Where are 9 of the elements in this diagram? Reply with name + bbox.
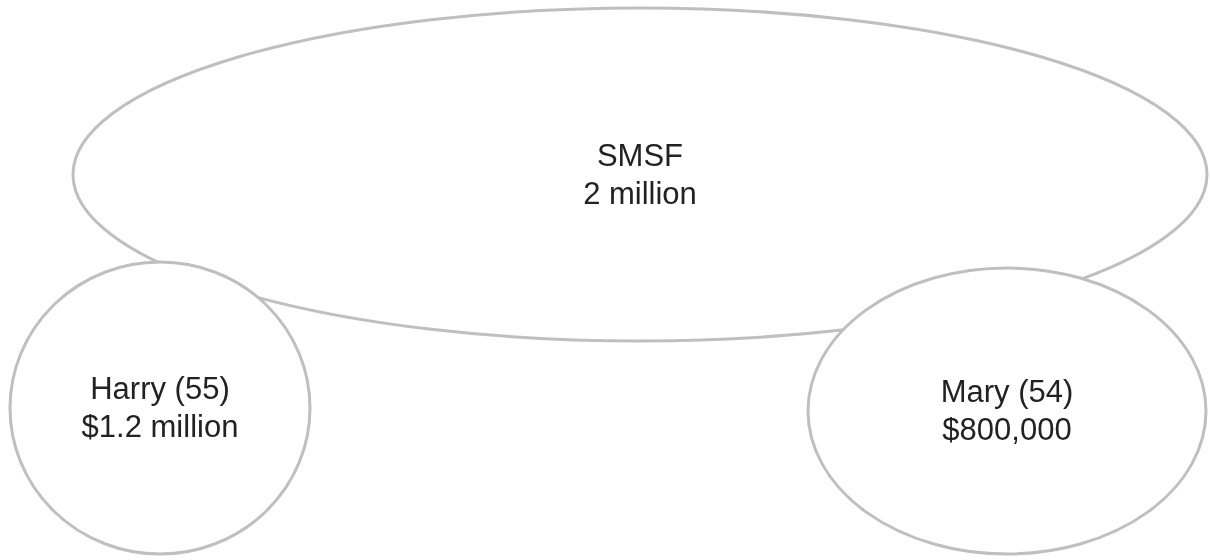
ellipse-node xyxy=(806,266,1208,556)
node-label: $1.2 million xyxy=(81,408,239,446)
node-label: Mary (54) xyxy=(940,373,1074,411)
ellipse-node xyxy=(71,6,1209,343)
node-label: $800,000 xyxy=(942,411,1072,449)
node-label: 2 million xyxy=(583,174,697,213)
node-label: SMSF xyxy=(596,136,684,175)
node-label: Harry (55) xyxy=(90,370,230,408)
ellipse-node xyxy=(8,260,312,556)
